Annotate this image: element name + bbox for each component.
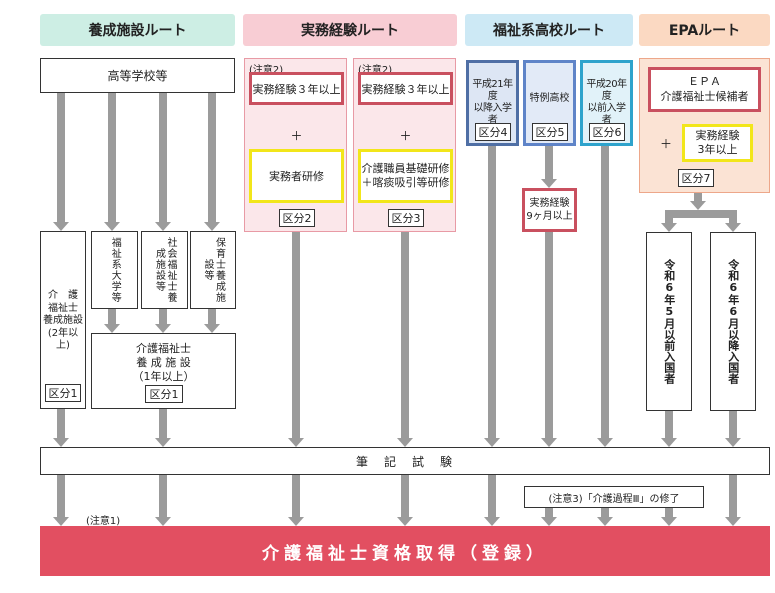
hoiku-school-box: 保育士養成施設等 xyxy=(190,231,236,309)
arrow-exp9-to-exam xyxy=(541,232,557,447)
epa-candidate-box: ＥＰＡ 介護福祉士候補者 xyxy=(648,67,761,112)
kubun-2-badge: 区分2 xyxy=(279,209,315,227)
arrow-epa-after-to-exam xyxy=(725,411,741,447)
jitsumu-panel-b: (注意2) 実務経験３年以上 ＋ 介護職員基礎研修 ＋喀痰吸引等研修 区分3 xyxy=(353,58,456,232)
arrow-hs-to-shakai xyxy=(155,93,171,231)
arrow-univ-to-1yr xyxy=(104,309,120,333)
high-school-box: 高等学校等 xyxy=(40,58,235,93)
epa-panel: ＥＰＡ 介護福祉士候補者 ＋ 実務経験 3年以上 区分7 xyxy=(639,58,770,193)
arrow-exam-to-result-6 xyxy=(541,508,557,526)
arrow-kubun2-to-exam xyxy=(288,232,304,447)
arrow-shakai-to-1yr xyxy=(155,309,171,333)
shakai-fukushi-school-box: 社会福祉士養成施設等 xyxy=(141,231,188,309)
arrow-hs-to-hoiku xyxy=(204,93,220,231)
plus-sign-epa: ＋ xyxy=(660,137,673,151)
arrow-kubun7-down xyxy=(690,193,706,210)
jitsumu-panel-a: (注意2) 実務経験３年以上 ＋ 実務者研修 区分2 xyxy=(244,58,347,232)
arrow-exam-to-result-8 xyxy=(661,508,677,526)
kaigo-school-2yr-label: 介 護 福祉士 養成施設 (2年以上) xyxy=(43,290,83,351)
fukushi-university-label: 福祉系大学等 xyxy=(109,237,121,303)
arrow-kubun3-to-exam xyxy=(397,232,413,447)
arrow-exam-to-result-9 xyxy=(725,475,741,526)
note-2-label-b: (注意2) xyxy=(358,65,393,76)
plus-sign-b: ＋ xyxy=(399,129,412,143)
header-yosei-route: 養成施設ルート xyxy=(40,14,235,46)
arrow-kubun6-to-exam xyxy=(597,146,613,447)
tokurei-school-box: 特例高校 区分5 xyxy=(523,60,576,146)
epa-after-r6-6-label: 令和6年6月以降入国者 xyxy=(726,259,740,384)
header-jitsumu-route: 実務経験ルート xyxy=(243,14,457,46)
arrow-hs-to-univ xyxy=(104,93,120,231)
kaigo-school-1yr-box: 介護福祉士 養 成 施 設 （1年以上） 区分1 xyxy=(91,333,236,409)
arrow-exam-to-result-3 xyxy=(288,475,304,526)
arrow-exam-to-result-5 xyxy=(484,475,500,526)
plus-sign-a: ＋ xyxy=(290,129,303,143)
kubun-7-badge: 区分7 xyxy=(678,169,714,187)
h21-entrant-box: 平成21年度 以降入学者 区分4 xyxy=(466,60,519,146)
arrow-exam-to-result-7 xyxy=(597,508,613,526)
kaigo-school-2yr-box: 介 護 福祉士 養成施設 (2年以上) 区分1 xyxy=(40,231,86,409)
arrow-exam-to-result-1 xyxy=(53,475,69,526)
header-fukushi-route: 福祉系高校ルート xyxy=(465,14,633,46)
arrow-hs-to-kaigo2yr xyxy=(53,93,69,231)
experience-3yr-box-epa: 実務経験 3年以上 xyxy=(682,124,753,162)
note-2-label-a: (注意2) xyxy=(249,65,284,76)
experience-3yr-box-a: 実務経験３年以上 xyxy=(249,72,344,105)
arrow-1yr-to-exam xyxy=(155,409,171,447)
arrow-exam-to-result-2 xyxy=(155,475,171,526)
experience-3yr-box-b: 実務経験３年以上 xyxy=(358,72,453,105)
hoiku-school-label: 保育士養成施設等 xyxy=(202,237,225,303)
basic-and-suction-training-box: 介護職員基礎研修 ＋喀痰吸引等研修 xyxy=(358,149,453,203)
kubun-4-badge: 区分4 xyxy=(475,123,511,141)
arrow-kaigo2yr-to-exam xyxy=(53,409,69,447)
kubun-1-badge-b: 区分1 xyxy=(145,385,183,403)
kubun-5-badge: 区分5 xyxy=(532,123,568,141)
arrow-epa-before-to-exam xyxy=(661,411,677,447)
kubun-3-badge: 区分3 xyxy=(388,209,424,227)
shakai-fukushi-school-label: 社会福祉士養成施設等 xyxy=(153,237,177,303)
arrow-epa-split xyxy=(661,210,741,232)
written-exam-bar: 筆 記 試 験 xyxy=(40,447,770,475)
kubun-1-badge: 区分1 xyxy=(45,384,81,402)
arrow-kubun4-to-exam xyxy=(484,146,500,447)
arrow-kubun5-to-exp9 xyxy=(541,146,557,188)
h20-entrant-box: 平成20年度 以前入学者 区分6 xyxy=(580,60,633,146)
kubun-6-badge: 区分6 xyxy=(589,123,625,141)
kaigo-school-1yr-label: 介護福祉士 養 成 施 設 （1年以上） xyxy=(132,342,195,383)
fukushi-university-box: 福祉系大学等 xyxy=(91,231,138,309)
arrow-hoiku-to-1yr xyxy=(204,309,220,333)
qualification-result-bar: 介護福祉士資格取得（登録） xyxy=(40,526,770,576)
h20-entrant-label: 平成20年度 以前入学者 xyxy=(586,79,627,126)
epa-after-r6-6-box: 令和6年6月以降入国者 xyxy=(710,232,756,411)
experience-9mo-box: 実務経験 9ヶ月以上 xyxy=(522,188,577,232)
h21-entrant-label: 平成21年度 以降入学者 xyxy=(472,79,513,126)
practitioner-training-box: 実務者研修 xyxy=(249,149,344,203)
tokurei-school-label: 特例高校 xyxy=(529,93,570,104)
note-3-box: (注意3)「介護過程Ⅲ」の修了 xyxy=(524,486,704,508)
epa-before-r6-5-label: 令和6年5月以前入国者 xyxy=(662,259,676,384)
note-1-label: (注意1) xyxy=(86,516,121,527)
epa-before-r6-5-box: 令和6年5月以前入国者 xyxy=(646,232,692,411)
arrow-exam-to-result-4 xyxy=(397,475,413,526)
header-epa-route: EPAルート xyxy=(639,14,770,46)
